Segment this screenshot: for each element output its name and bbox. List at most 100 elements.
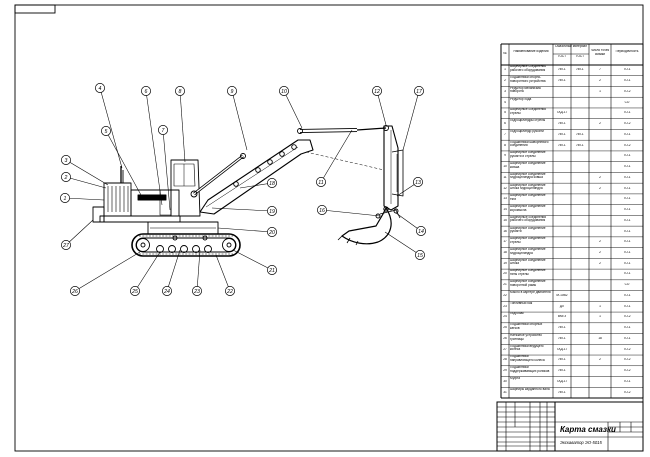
table-cell-points: 2: [599, 175, 601, 179]
table-cell-name: Шарнирное соединение гидроцилиндра ковша: [510, 172, 546, 180]
callout-circle: [70, 286, 80, 296]
callout-circle: [158, 125, 168, 135]
table-cell-num: 6: [504, 122, 506, 126]
table-cell-points: 1: [599, 89, 601, 93]
callout-leader: [64, 197, 105, 201]
upper-structure: [92, 159, 201, 223]
table-cell-points: 2: [599, 186, 601, 190]
table-cell-num: 13: [503, 197, 507, 201]
table-cell-fuel-2: [572, 294, 588, 298]
table-cell-num: 29: [503, 369, 507, 373]
table-cell-period: ТО-1: [623, 132, 631, 136]
table-cell-fuel-1: ТАД-17: [556, 111, 568, 115]
table-cell-fuel-2: [572, 187, 588, 191]
table-cell-period: ТО-1: [623, 197, 631, 201]
table-cell-fuel-2: [572, 230, 588, 234]
table-cell-fuel-2: [572, 283, 588, 287]
table-cell-fuel-2: [572, 154, 588, 158]
callout-leader: [65, 219, 94, 246]
table-cell-num: 23: [503, 304, 507, 308]
callout-leader: [162, 129, 171, 211]
title-block: [496, 401, 644, 452]
table-cell-period: ТО-1: [623, 229, 631, 233]
table-cell-fuel-1: [554, 101, 570, 105]
table-cell-num: 9: [504, 154, 506, 158]
callout-number: 14: [418, 229, 424, 235]
callout-leader: [65, 159, 109, 186]
callout-number: 17: [416, 89, 423, 95]
callout-leader: [65, 176, 107, 189]
table-cell-points: 2: [599, 261, 601, 265]
table-cell-name: Топливный бак: [510, 301, 533, 305]
table-cell-name: Муфта: [510, 376, 520, 380]
table-cell-fuel-2: [572, 369, 588, 373]
callout-number: 10: [281, 89, 287, 95]
table-cell-points: 2: [599, 250, 601, 254]
table-cell-points: 1: [599, 304, 601, 308]
callout-circle: [415, 250, 425, 260]
table-cell-name: Шарнирное соединение рукояти и стрелы: [510, 151, 546, 158]
table-cell-period: ТО-1: [623, 68, 631, 72]
callout-circle: [61, 172, 71, 182]
table-cell-name: Шарнирное соединение поворотной рамы: [510, 280, 546, 287]
table-cell-num: 3: [504, 89, 506, 93]
callout-number: 8: [179, 89, 182, 95]
table-cell-name: Подшипники опорно-поворотного устройства: [510, 76, 546, 83]
callout-number: 21: [268, 268, 275, 274]
callout-number: 7: [162, 128, 166, 134]
table-cell-points: 1: [599, 315, 601, 319]
callout-number: 9: [231, 89, 234, 95]
callout-circle: [413, 177, 423, 187]
table-cell-num: 7: [504, 132, 506, 136]
callout-leaders: [64, 87, 422, 292]
table-cell-fuel-1: ЛИ-1: [558, 122, 566, 126]
callout-number: 12: [374, 89, 380, 95]
table-cell-fuel-1: [554, 187, 570, 191]
drawing-subtitle: Экскаватор ЭО-5015: [560, 440, 602, 445]
callout-leader: [395, 212, 422, 232]
table-cell-fuel-2: ЛИ-1: [576, 68, 584, 72]
table-cell-period: ТО-2: [623, 89, 631, 93]
stick-cylinder: [297, 125, 389, 134]
table-cell-fuel-2: [572, 380, 588, 384]
table-cell-fuel-2: [572, 176, 588, 180]
table-cell-fuel-2: ЛИ-1: [576, 143, 584, 147]
table-cell-fuel-2: [572, 251, 588, 255]
table-cell-period: ТО-2: [623, 358, 631, 362]
table-cell-fuel-2: [572, 391, 588, 395]
table-cell-name: Шарнирное соединение пяты стрелы: [510, 269, 546, 277]
table-cell-name: Шарнирные соединения рабочего оборудован…: [510, 65, 547, 72]
table-cell-num: 8: [504, 143, 506, 147]
table-cell-fuel-1: ЛИ-1: [558, 68, 566, 72]
table-cell-fuel-1: [554, 230, 570, 234]
table-cell-period: ТО-1: [623, 336, 631, 340]
callout-number: 26: [71, 289, 78, 295]
table-cell-fuel-1: ЛИ-1: [558, 143, 566, 147]
callout-circle: [279, 86, 289, 96]
table-cell-points: 2: [599, 79, 601, 83]
callout-number: 4: [99, 86, 102, 92]
table-header-fuel-2: ГОСТ: [575, 55, 585, 58]
callout-circle: [267, 227, 277, 237]
table-cell-points: 2: [599, 358, 601, 362]
table-cell-period: ТО-1: [623, 208, 631, 212]
callout-leader: [231, 90, 248, 151]
table-cell-period: ТО-1: [623, 175, 631, 179]
table-cell-num: 15: [503, 218, 507, 222]
callout-leader: [376, 90, 387, 126]
callout-leader: [283, 90, 303, 129]
table-cell-points: [590, 230, 610, 234]
callout-number: 6: [145, 89, 148, 95]
callout-number: 20: [268, 230, 275, 236]
table-cell-fuel-1: [554, 165, 570, 169]
table-cell-points: [590, 326, 610, 330]
callout-leader: [217, 227, 273, 233]
callout-number: 22: [226, 289, 233, 295]
table-cell-num: 30: [503, 379, 507, 383]
table-cell-points: [590, 294, 610, 298]
table-cell-num: 19: [503, 261, 507, 265]
table-cell-period: ТО-1: [623, 154, 631, 158]
table-cell-fuel-2: [572, 348, 588, 352]
table-cell-num: 1: [504, 68, 506, 72]
